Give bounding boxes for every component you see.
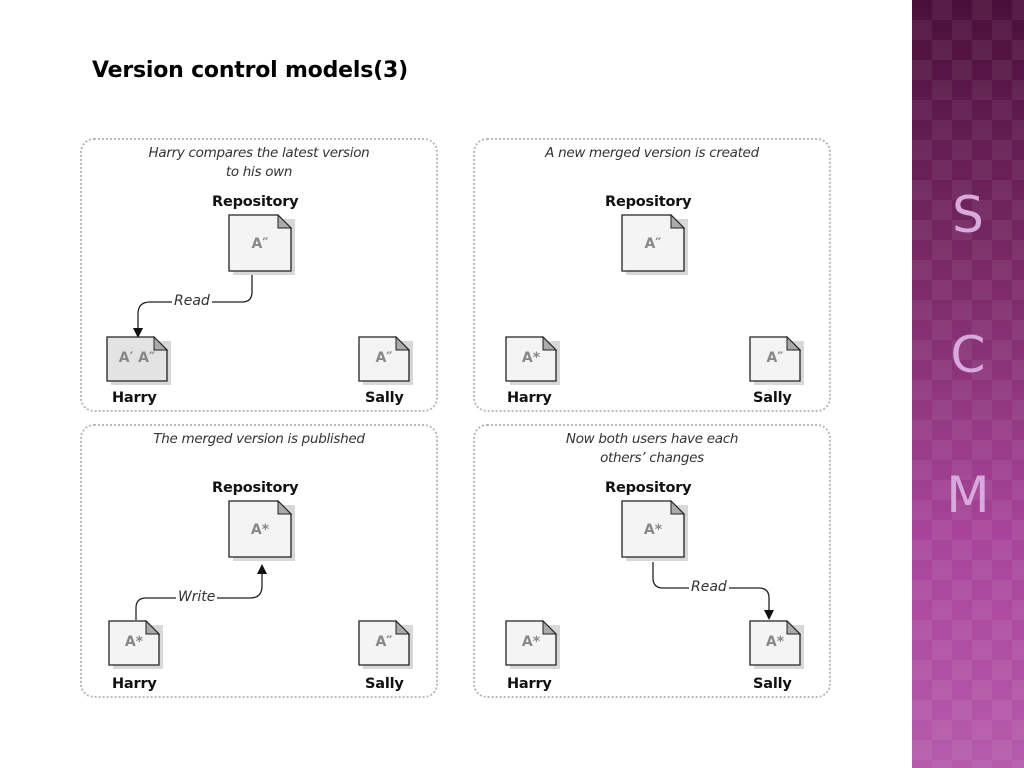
harry-document-icon: A*: [505, 620, 561, 670]
document-content: A″: [375, 350, 393, 366]
repository-document-icon: A″: [621, 214, 689, 276]
sidebar-letter-s: S: [952, 186, 984, 244]
sally-document-icon: A″: [358, 336, 414, 386]
document-content: A″: [251, 236, 269, 252]
harry-label: Harry: [507, 676, 552, 692]
sally-document-icon: A″: [749, 336, 805, 386]
caption-line: to his own: [225, 164, 293, 180]
document-content: A*: [124, 634, 144, 650]
panel-caption: A new merged version is created: [475, 144, 829, 163]
harry-label: Harry: [112, 676, 157, 692]
document-content: A*: [521, 350, 541, 366]
document-content: A*: [250, 522, 270, 538]
write-label: Write: [176, 589, 218, 605]
document-content: A″: [766, 350, 784, 366]
panel-compare: Harry compares the latest version to his…: [80, 138, 438, 412]
decorative-sidebar: S C M: [912, 0, 1024, 768]
panel-caption: Now both users have each others’ changes: [475, 430, 829, 468]
harry-document-icon: A*: [108, 620, 164, 670]
repository-label: Repository: [212, 194, 299, 210]
slide-title: Version control models(3): [92, 58, 408, 83]
harry-document-icon: A*: [505, 336, 561, 386]
panel-caption: Harry compares the latest version to his…: [82, 144, 436, 182]
document-content: A*: [521, 634, 541, 650]
sally-label: Sally: [753, 676, 792, 692]
harry-label: Harry: [112, 390, 157, 406]
panel-publish: The merged version is published Reposito…: [80, 424, 438, 698]
repository-label: Repository: [605, 194, 692, 210]
read-label: Read: [689, 579, 729, 595]
repository-document-icon: A″: [228, 214, 296, 276]
harry-document-icon: A′ A″: [106, 336, 172, 386]
panel-caption: The merged version is published: [82, 430, 436, 449]
repository-document-icon: A*: [228, 500, 296, 562]
sally-document-icon: A″: [358, 620, 414, 670]
repository-document-icon: A*: [621, 500, 689, 562]
document-content: A″: [644, 236, 662, 252]
document-content: A″: [375, 634, 393, 650]
caption-line: Now both users have each: [565, 431, 739, 447]
document-content: A*: [643, 522, 663, 538]
caption-line: others’ changes: [600, 450, 704, 466]
panel-sync: Now both users have each others’ changes…: [473, 424, 831, 698]
read-label: Read: [172, 293, 212, 309]
panel-merge: A new merged version is created Reposito…: [473, 138, 831, 412]
sidebar-letter-c: C: [950, 326, 986, 384]
repository-label: Repository: [605, 480, 692, 496]
sally-label: Sally: [365, 676, 404, 692]
caption-line: A new merged version is created: [545, 145, 759, 161]
sally-document-icon: A*: [749, 620, 805, 670]
sidebar-pattern: [912, 0, 1024, 768]
document-content: A′ A″: [118, 350, 156, 366]
document-content: A*: [765, 634, 785, 650]
sally-label: Sally: [365, 390, 404, 406]
caption-line: The merged version is published: [153, 431, 365, 447]
harry-label: Harry: [507, 390, 552, 406]
repository-label: Repository: [212, 480, 299, 496]
sally-label: Sally: [753, 390, 792, 406]
caption-line: Harry compares the latest version: [148, 145, 370, 161]
sidebar-letter-m: M: [946, 466, 990, 524]
